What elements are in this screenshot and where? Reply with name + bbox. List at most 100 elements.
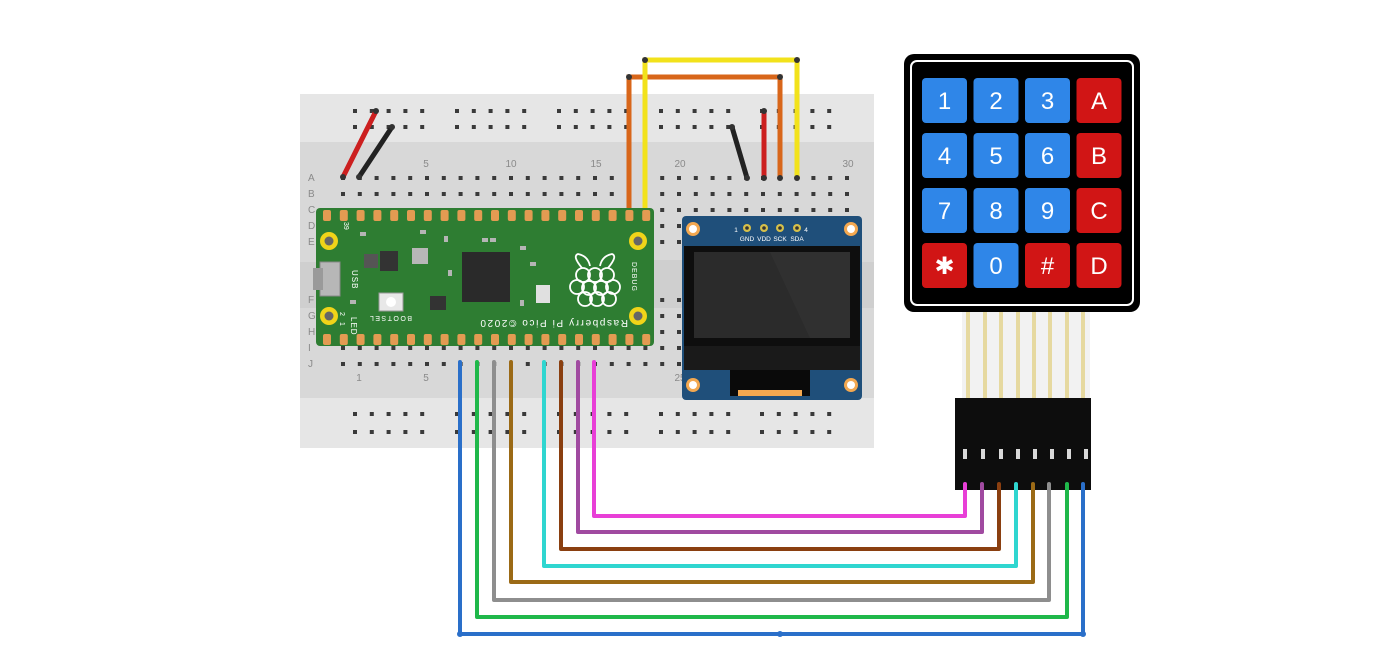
rail-hole xyxy=(793,412,798,416)
pico-pin xyxy=(608,210,617,221)
raspberry-pi-pico: USB LED BOOTSEL DEBUG Raspberry Pi Pico … xyxy=(313,208,684,346)
pico-pin xyxy=(642,334,651,345)
breadboard-hole xyxy=(475,192,480,196)
pico-pin xyxy=(524,210,533,221)
breadboard-hole xyxy=(542,346,547,350)
breadboard-hole xyxy=(408,192,413,196)
keypad-key-5[interactable]: 5 xyxy=(973,133,1019,178)
keypad-key-face xyxy=(1025,188,1070,233)
keypad-key-7[interactable]: 7 xyxy=(922,188,967,233)
breadboard-hole xyxy=(811,192,816,196)
keypad-key-label: C xyxy=(1090,198,1107,225)
pico-pin xyxy=(575,210,583,221)
breadboard-hole xyxy=(341,192,345,196)
breadboard-hole xyxy=(542,176,547,180)
breadboard-hole xyxy=(593,192,597,196)
breadboard-hole xyxy=(425,346,429,350)
rail-hole xyxy=(624,125,629,129)
pico-pin xyxy=(339,210,348,221)
row-letter: H xyxy=(308,327,315,338)
rail-hole xyxy=(471,109,476,113)
rail-hole xyxy=(505,125,510,129)
keypad-key-2[interactable]: 2 xyxy=(973,78,1019,123)
pico-pin xyxy=(591,210,600,221)
breadboard-hole xyxy=(609,176,614,180)
pico-pin xyxy=(390,334,399,345)
keypad-key-label: B xyxy=(1091,143,1107,170)
keypad-key-0[interactable]: 0 xyxy=(973,243,1019,288)
breadboard-hole xyxy=(677,330,681,334)
rail-hole xyxy=(573,109,578,113)
breadboard-hole xyxy=(391,192,396,196)
breadboard-hole xyxy=(492,192,497,196)
breadboard-hole xyxy=(677,314,681,318)
pico-brand-label: Raspberry Pi Pico ©2020 xyxy=(479,317,628,328)
breadboard-hole xyxy=(441,362,446,366)
breadboard-hole xyxy=(341,346,345,350)
keypad-key-A[interactable]: A xyxy=(1076,78,1122,123)
rail-hole xyxy=(455,125,459,129)
breadboard-hole xyxy=(525,362,530,366)
breadboard-hole xyxy=(408,346,413,350)
keypad-key-D[interactable]: D xyxy=(1076,243,1122,288)
row-letter: I xyxy=(308,343,311,354)
pico-pin xyxy=(541,210,550,221)
keypad-key-4[interactable]: 4 xyxy=(922,133,967,178)
rail-hole xyxy=(369,109,374,113)
rail-hole xyxy=(522,412,527,416)
breadboard-hole xyxy=(677,298,681,302)
rail-hole xyxy=(353,430,357,434)
keypad-key-6[interactable]: 6 xyxy=(1025,133,1070,178)
keypad-key-8[interactable]: 8 xyxy=(973,188,1019,233)
breadboard-hole xyxy=(794,208,799,212)
breadboard-hole xyxy=(643,362,648,366)
keypad-key-label: A xyxy=(1091,88,1107,115)
oled-pin-label-vdd: VDD xyxy=(757,236,771,243)
power-jumpers xyxy=(340,57,800,215)
breadboard-hole xyxy=(828,208,833,212)
breadboard-hole xyxy=(492,176,497,180)
pin-number-label: 1 xyxy=(338,322,345,326)
rail-hole xyxy=(573,125,578,129)
keypad-key-face xyxy=(1076,188,1122,233)
rail-hole xyxy=(420,109,425,113)
keypad-key-1[interactable]: 1 xyxy=(922,78,967,123)
rail-hole xyxy=(827,125,832,129)
breadboard-hole xyxy=(609,346,614,350)
column-number: 15 xyxy=(590,159,602,170)
breadboard-hole xyxy=(525,176,530,180)
rail-hole xyxy=(760,430,764,434)
breadboard-hole xyxy=(677,346,681,350)
keypad-key-face xyxy=(973,188,1019,233)
rail-hole xyxy=(505,412,510,416)
pico-header-pins xyxy=(323,210,651,345)
breadboard-hole xyxy=(677,176,681,180)
pico-pin xyxy=(423,210,432,221)
keypad-key-9[interactable]: 9 xyxy=(1025,188,1070,233)
pico-pin xyxy=(491,334,499,345)
rail-hole xyxy=(471,125,476,129)
keypad-key-label: 7 xyxy=(938,198,951,225)
breadboard-hole xyxy=(525,346,530,350)
keypad-key-label: 5 xyxy=(989,143,1002,170)
rail-hole xyxy=(659,430,663,434)
keypad-key-3[interactable]: 3 xyxy=(1025,78,1070,123)
keypad-key-label: 1 xyxy=(938,88,951,115)
keypad-key-B[interactable]: B xyxy=(1076,133,1122,178)
breadboard-hole xyxy=(660,192,665,196)
rail-hole xyxy=(403,125,408,129)
oled-gnd-wire xyxy=(729,124,750,181)
breadboard-hole xyxy=(492,346,497,350)
pico-pin xyxy=(457,334,466,345)
keypad-key-C[interactable]: C xyxy=(1076,188,1122,233)
breadboard-hole xyxy=(576,346,581,350)
keypad-key-✱[interactable]: ✱ xyxy=(922,243,967,288)
keypad-key-#[interactable]: # xyxy=(1025,243,1070,288)
breadboard-hole xyxy=(374,176,379,180)
column-number: 5 xyxy=(423,159,429,170)
wire-cyan xyxy=(542,360,1018,568)
breadboard-hole xyxy=(677,208,681,212)
breadboard-hole xyxy=(559,192,564,196)
wire-green xyxy=(475,360,1069,619)
